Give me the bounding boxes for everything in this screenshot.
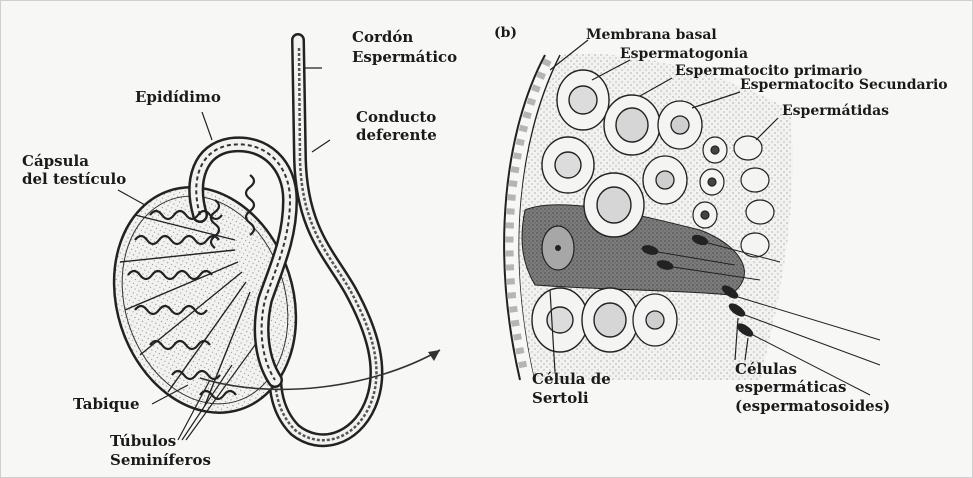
label-conducto-deferente-line2: deferente — [356, 126, 437, 144]
label-espermatidas: Espermátidas — [782, 102, 889, 120]
label-espermatocito-secundario: Espermatocito Secundario — [740, 76, 948, 94]
label-capsula-line1: Cápsula — [22, 152, 89, 170]
label-tabique: Tabique — [73, 395, 140, 413]
label-conducto-deferente-line1: Conducto — [356, 108, 436, 126]
label-membrana-basal: Membrana basal — [586, 26, 717, 44]
label-cordon-espermatico-line2: Espermático — [352, 48, 457, 66]
label-epididimo: Epidídimo — [135, 88, 221, 106]
label-celula-sertoli-line2: Sertoli — [532, 389, 589, 407]
label-tubulos-line2: Seminíferos — [110, 451, 211, 469]
label-tubulos-line1: Túbulos — [110, 432, 176, 450]
label-celulas-espermaticas-line1: Células — [735, 360, 797, 378]
label-celulas-espermaticas-line3: (espermatosoides) — [735, 397, 890, 415]
label-capsula-line2: del testículo — [22, 170, 126, 188]
panel-b-label: (b) — [494, 24, 517, 42]
label-espermatogonia: Espermatogonia — [620, 45, 748, 63]
label-celulas-espermaticas-line2: espermáticas — [735, 378, 846, 396]
label-cordon-espermatico-line1: Cordón — [352, 28, 413, 46]
label-celula-sertoli-line1: Célula de — [532, 370, 611, 388]
